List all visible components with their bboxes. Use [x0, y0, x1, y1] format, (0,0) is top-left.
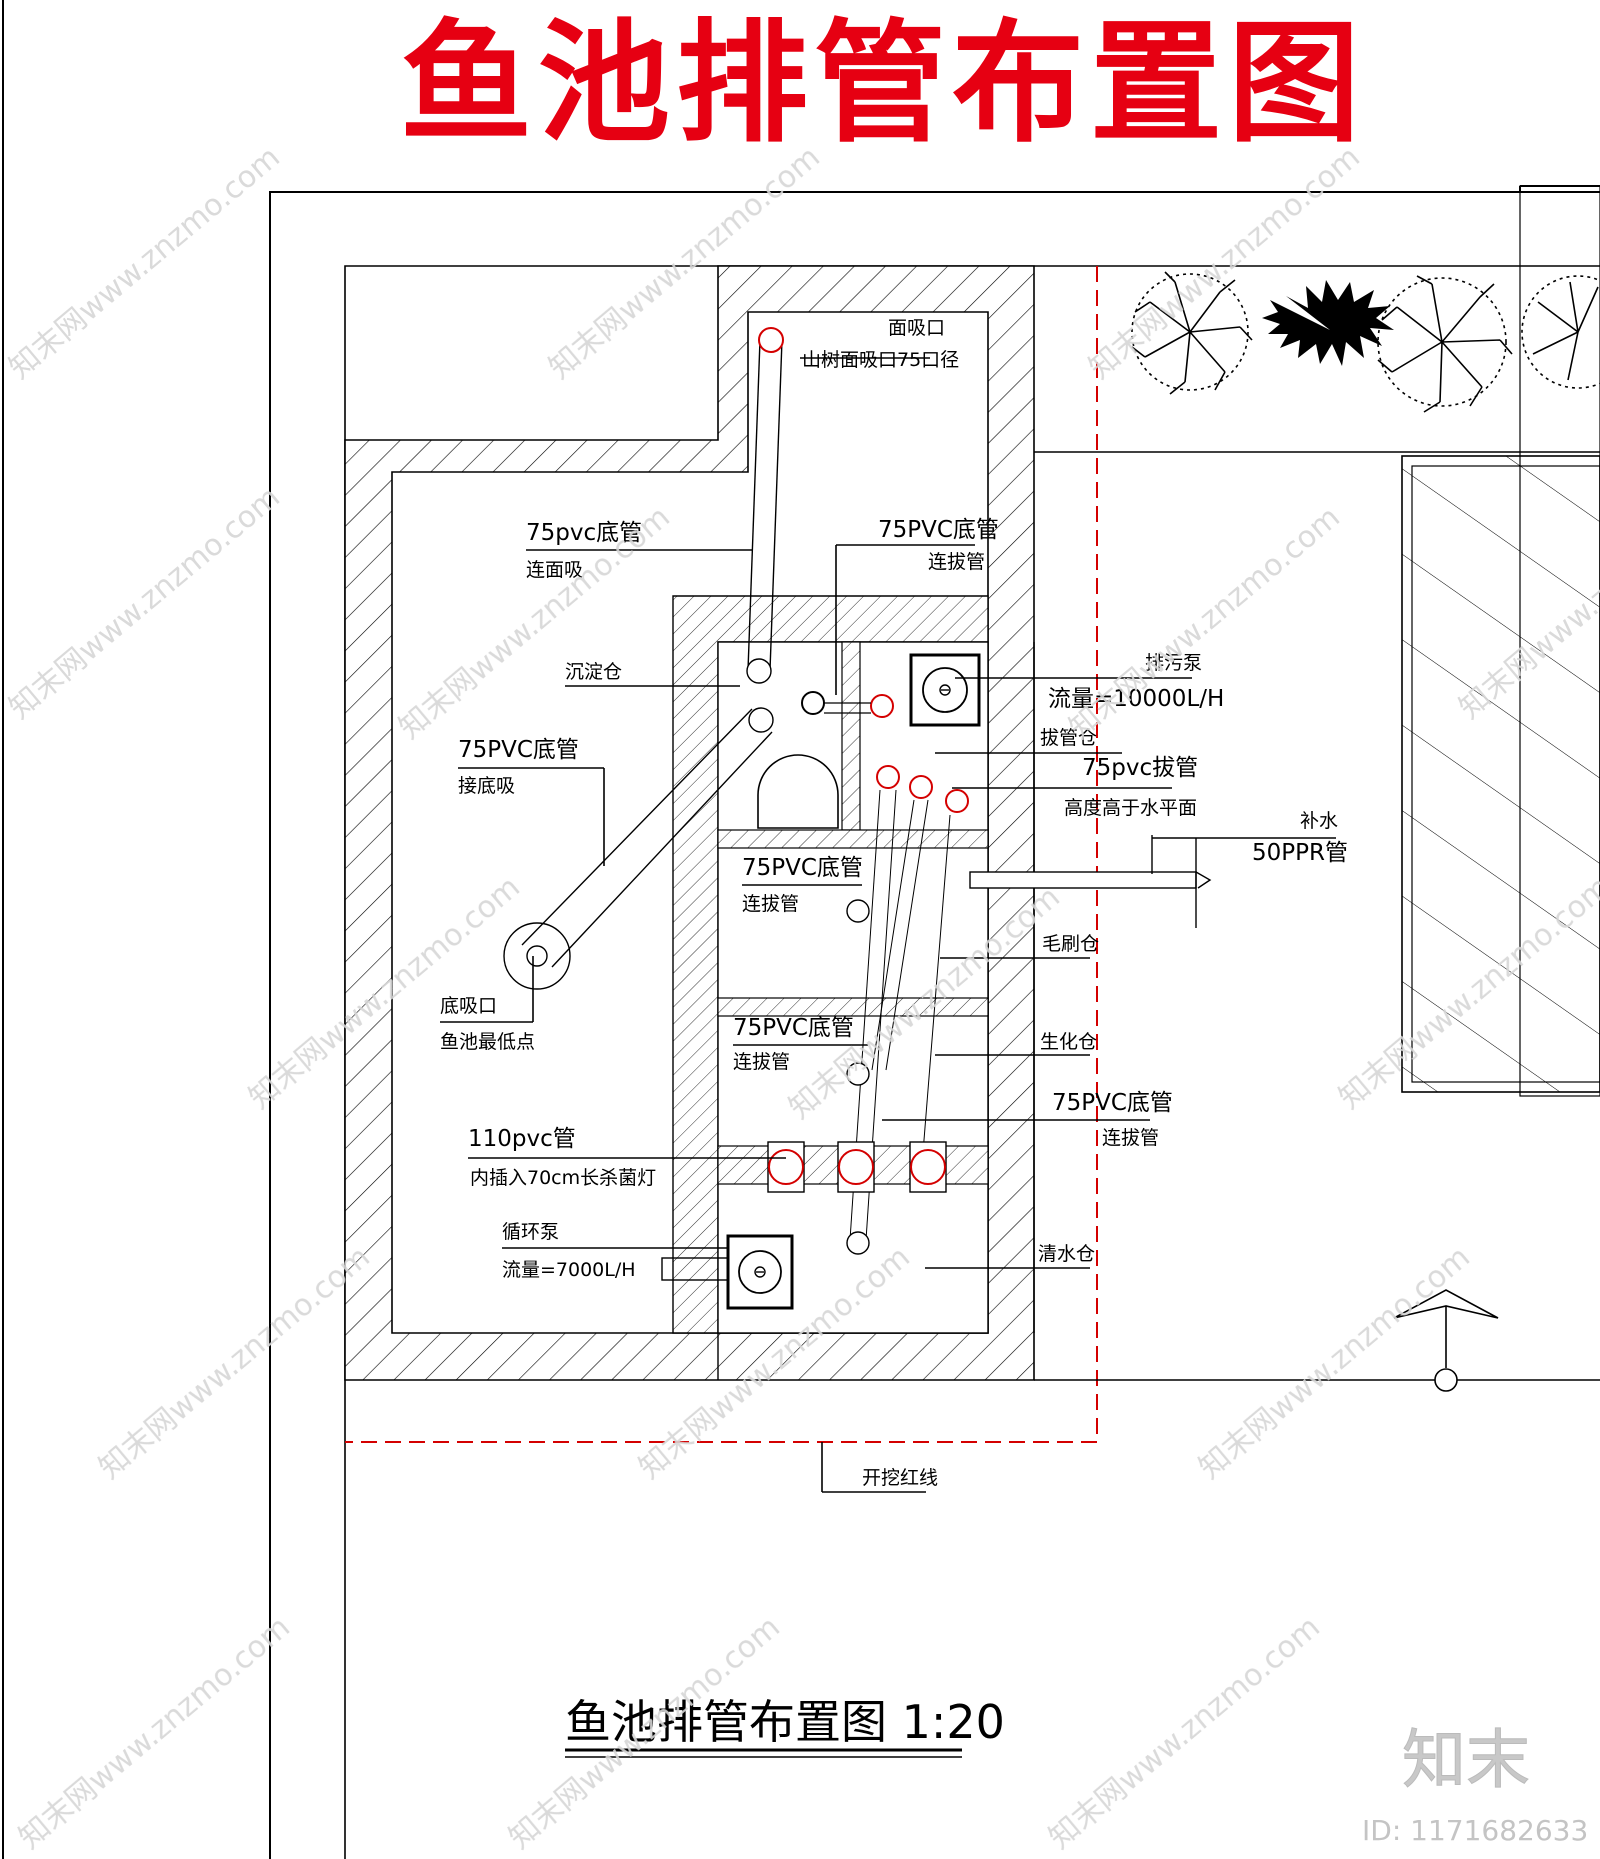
connection-pipes: [846, 789, 951, 1255]
label-bottom-pipe-2: 接底吸: [458, 775, 515, 797]
caption-text: 鱼池排管布置图 1:20: [565, 1695, 1005, 1749]
label-pull-pipe-2: 高度高于水平面: [1064, 797, 1197, 819]
label-pull-pipe-1: 75pvc拔管: [1082, 755, 1198, 781]
label-uv-1: 110pvc管: [468, 1126, 576, 1152]
filter-box: [672, 595, 1035, 1334]
right-steps: [1401, 185, 1600, 1097]
label-pipe-surface-2: 连面吸: [526, 559, 583, 581]
label-conn-b-2: 连拔管: [733, 1051, 790, 1073]
excavation-red-line: [345, 266, 1098, 1443]
label-makeup-2: 50PPR管: [1252, 840, 1348, 866]
label-conn-b-1: 75PVC底管: [733, 1015, 854, 1041]
watermark-text: 知末网www.znzmo.com: [1193, 1240, 1477, 1486]
watermark-text: 知末网www.znzmo.com: [1043, 1610, 1327, 1856]
brand-logo: 知末: [1402, 1724, 1530, 1798]
label-conn-a-1: 75PVC底管: [742, 855, 863, 881]
label-pipe-surface-1: 75pvc底管: [526, 520, 642, 546]
label-circ-pump: 循环泵: [502, 1221, 559, 1243]
label-surface-inlet-spec: 山树面吸口75口径: [802, 349, 959, 371]
pipe-surface-suction: [746, 327, 784, 684]
label-makeup-1: 补水: [1300, 810, 1338, 832]
label-bottom-pipe-1: 75PVC底管: [458, 737, 579, 763]
settling-fixture: [757, 754, 839, 829]
label-bottom-drain-2: 鱼池最低点: [440, 1031, 535, 1053]
label-settling: 沉淀仓: [565, 661, 622, 683]
uv-lamp-tubes: [767, 1141, 947, 1193]
watermark-text: 知末网www.znzmo.com: [93, 1240, 377, 1486]
watermark-text: 知末网www.znzmo.com: [13, 1610, 297, 1856]
watermark-text: 知末网www.znzmo.com: [3, 140, 287, 386]
circulation-pump: [661, 1234, 794, 1310]
main-title: 鱼池排管布置图: [400, 7, 1366, 161]
sewage-pump: [909, 653, 981, 727]
image-id: ID: 1171682633: [1362, 1814, 1588, 1847]
label-conn-c-1: 75PVC底管: [1052, 1090, 1173, 1116]
label-clear: 清水仓: [1038, 1243, 1095, 1265]
plant-fern: [1262, 280, 1394, 366]
label-pipe-pull-2: 连拔管: [928, 551, 985, 573]
pull-pipe-circles: [801, 691, 969, 813]
text-labels: 面吸口 山树面吸口75口径 75pvc底管 连面吸 75PVC底管 连拔管 沉淀…: [440, 317, 1348, 1489]
label-sewage-flow: 流量=10000L/H: [1048, 686, 1224, 712]
label-conn-a-2: 连拔管: [742, 893, 799, 915]
drawing-caption: 鱼池排管布置图 1:20: [565, 1695, 1005, 1758]
makeup-water-pipe: [969, 835, 1336, 928]
label-circ-flow: 流量=7000L/H: [502, 1259, 636, 1281]
pipe-bottom-suction: [503, 707, 774, 990]
plant-shrubs: [1131, 271, 1600, 413]
section-arrow: [1393, 1289, 1499, 1392]
corner-branding: 知末 ID: 1171682633: [1362, 1724, 1588, 1848]
leader-lines: [440, 357, 1192, 1493]
label-pipe-pull-1: 75PVC底管: [878, 517, 999, 543]
pond-walls: [344, 265, 1035, 1381]
bottom-drain-outer: [503, 922, 571, 990]
label-dig-line: 开挖红线: [862, 1467, 938, 1489]
label-bottom-drain-1: 底吸口: [440, 995, 497, 1017]
label-brush: 毛刷仓: [1042, 933, 1099, 955]
watermark-text: 知末网www.znzmo.com: [543, 140, 827, 386]
label-uv-2: 内插入70cm长杀菌灯: [470, 1167, 656, 1189]
label-pull-chamber: 拔管仓: [1040, 727, 1097, 749]
label-conn-c-2: 连拔管: [1102, 1127, 1159, 1149]
label-surface-inlet: 面吸口: [888, 317, 945, 339]
watermark-text: 知末网www.znzmo.com: [3, 480, 287, 726]
label-bio: 生化仓: [1040, 1031, 1097, 1053]
label-sewage-pump: 排污泵: [1145, 652, 1202, 674]
